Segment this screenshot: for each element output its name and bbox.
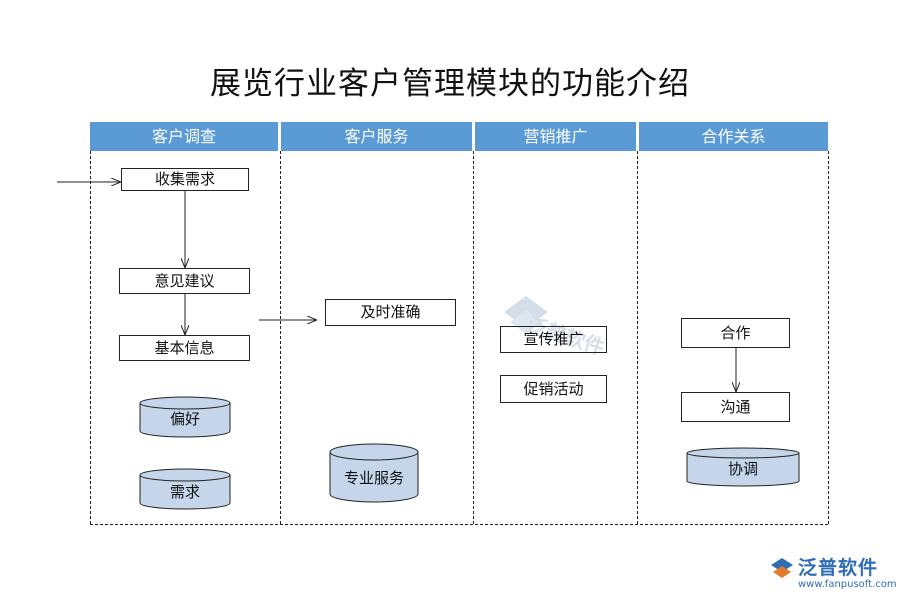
lane-header-cooperation: 合作关系 [639, 122, 828, 151]
cylinder-shape [329, 443, 419, 503]
watermark: 泛普软件 [496, 292, 626, 372]
node-promotion-publicity: 宣传推广 [500, 326, 607, 353]
lane-divider-3 [637, 151, 638, 524]
diagram-title: 展览行业客户管理模块的功能介绍 [210, 66, 690, 102]
lane-border-right [828, 151, 829, 524]
node-cooperation: 合作 [681, 318, 790, 348]
brand-logo-icon [771, 558, 793, 578]
lane-divider-2 [473, 151, 474, 524]
datastore-demand: 需求 [139, 468, 231, 510]
watermark-logo-icon [504, 296, 548, 334]
node-opinion-suggestion: 意见建议 [119, 268, 250, 294]
node-promotion-activity: 促销活动 [500, 375, 607, 403]
node-basic-info: 基本信息 [119, 335, 250, 361]
lane-divider-1 [280, 151, 281, 524]
lane-header-customer-service: 客户服务 [281, 122, 472, 151]
brand-name: 泛普软件 [798, 557, 879, 579]
datastore-professional-service: 专业服务 [329, 443, 419, 503]
datastore-coordination-label: 协调 [727, 460, 758, 478]
datastore-coordination: 协调 [686, 447, 800, 487]
lane-header-customer-survey: 客户调查 [90, 122, 278, 151]
lane-border-left [90, 151, 91, 524]
node-collect-demand: 收集需求 [121, 168, 249, 191]
datastore-professional-service-label: 专业服务 [343, 469, 404, 487]
lane-border-bottom [90, 524, 828, 525]
cylinder-shape [139, 396, 231, 438]
datastore-preference-label: 偏好 [169, 410, 200, 428]
lane-header-marketing: 营销推广 [475, 122, 636, 151]
node-timely-accurate: 及时准确 [325, 299, 456, 326]
node-communication: 沟通 [681, 392, 790, 422]
brand-url[interactable]: www.fanpusoft.com [798, 579, 897, 590]
brand-logo[interactable]: 泛普软件 www.fanpusoft.com [768, 553, 897, 593]
datastore-preference: 偏好 [139, 396, 231, 438]
datastore-demand-label: 需求 [169, 483, 200, 501]
cylinder-shape [686, 447, 800, 487]
cylinder-shape [139, 468, 231, 510]
